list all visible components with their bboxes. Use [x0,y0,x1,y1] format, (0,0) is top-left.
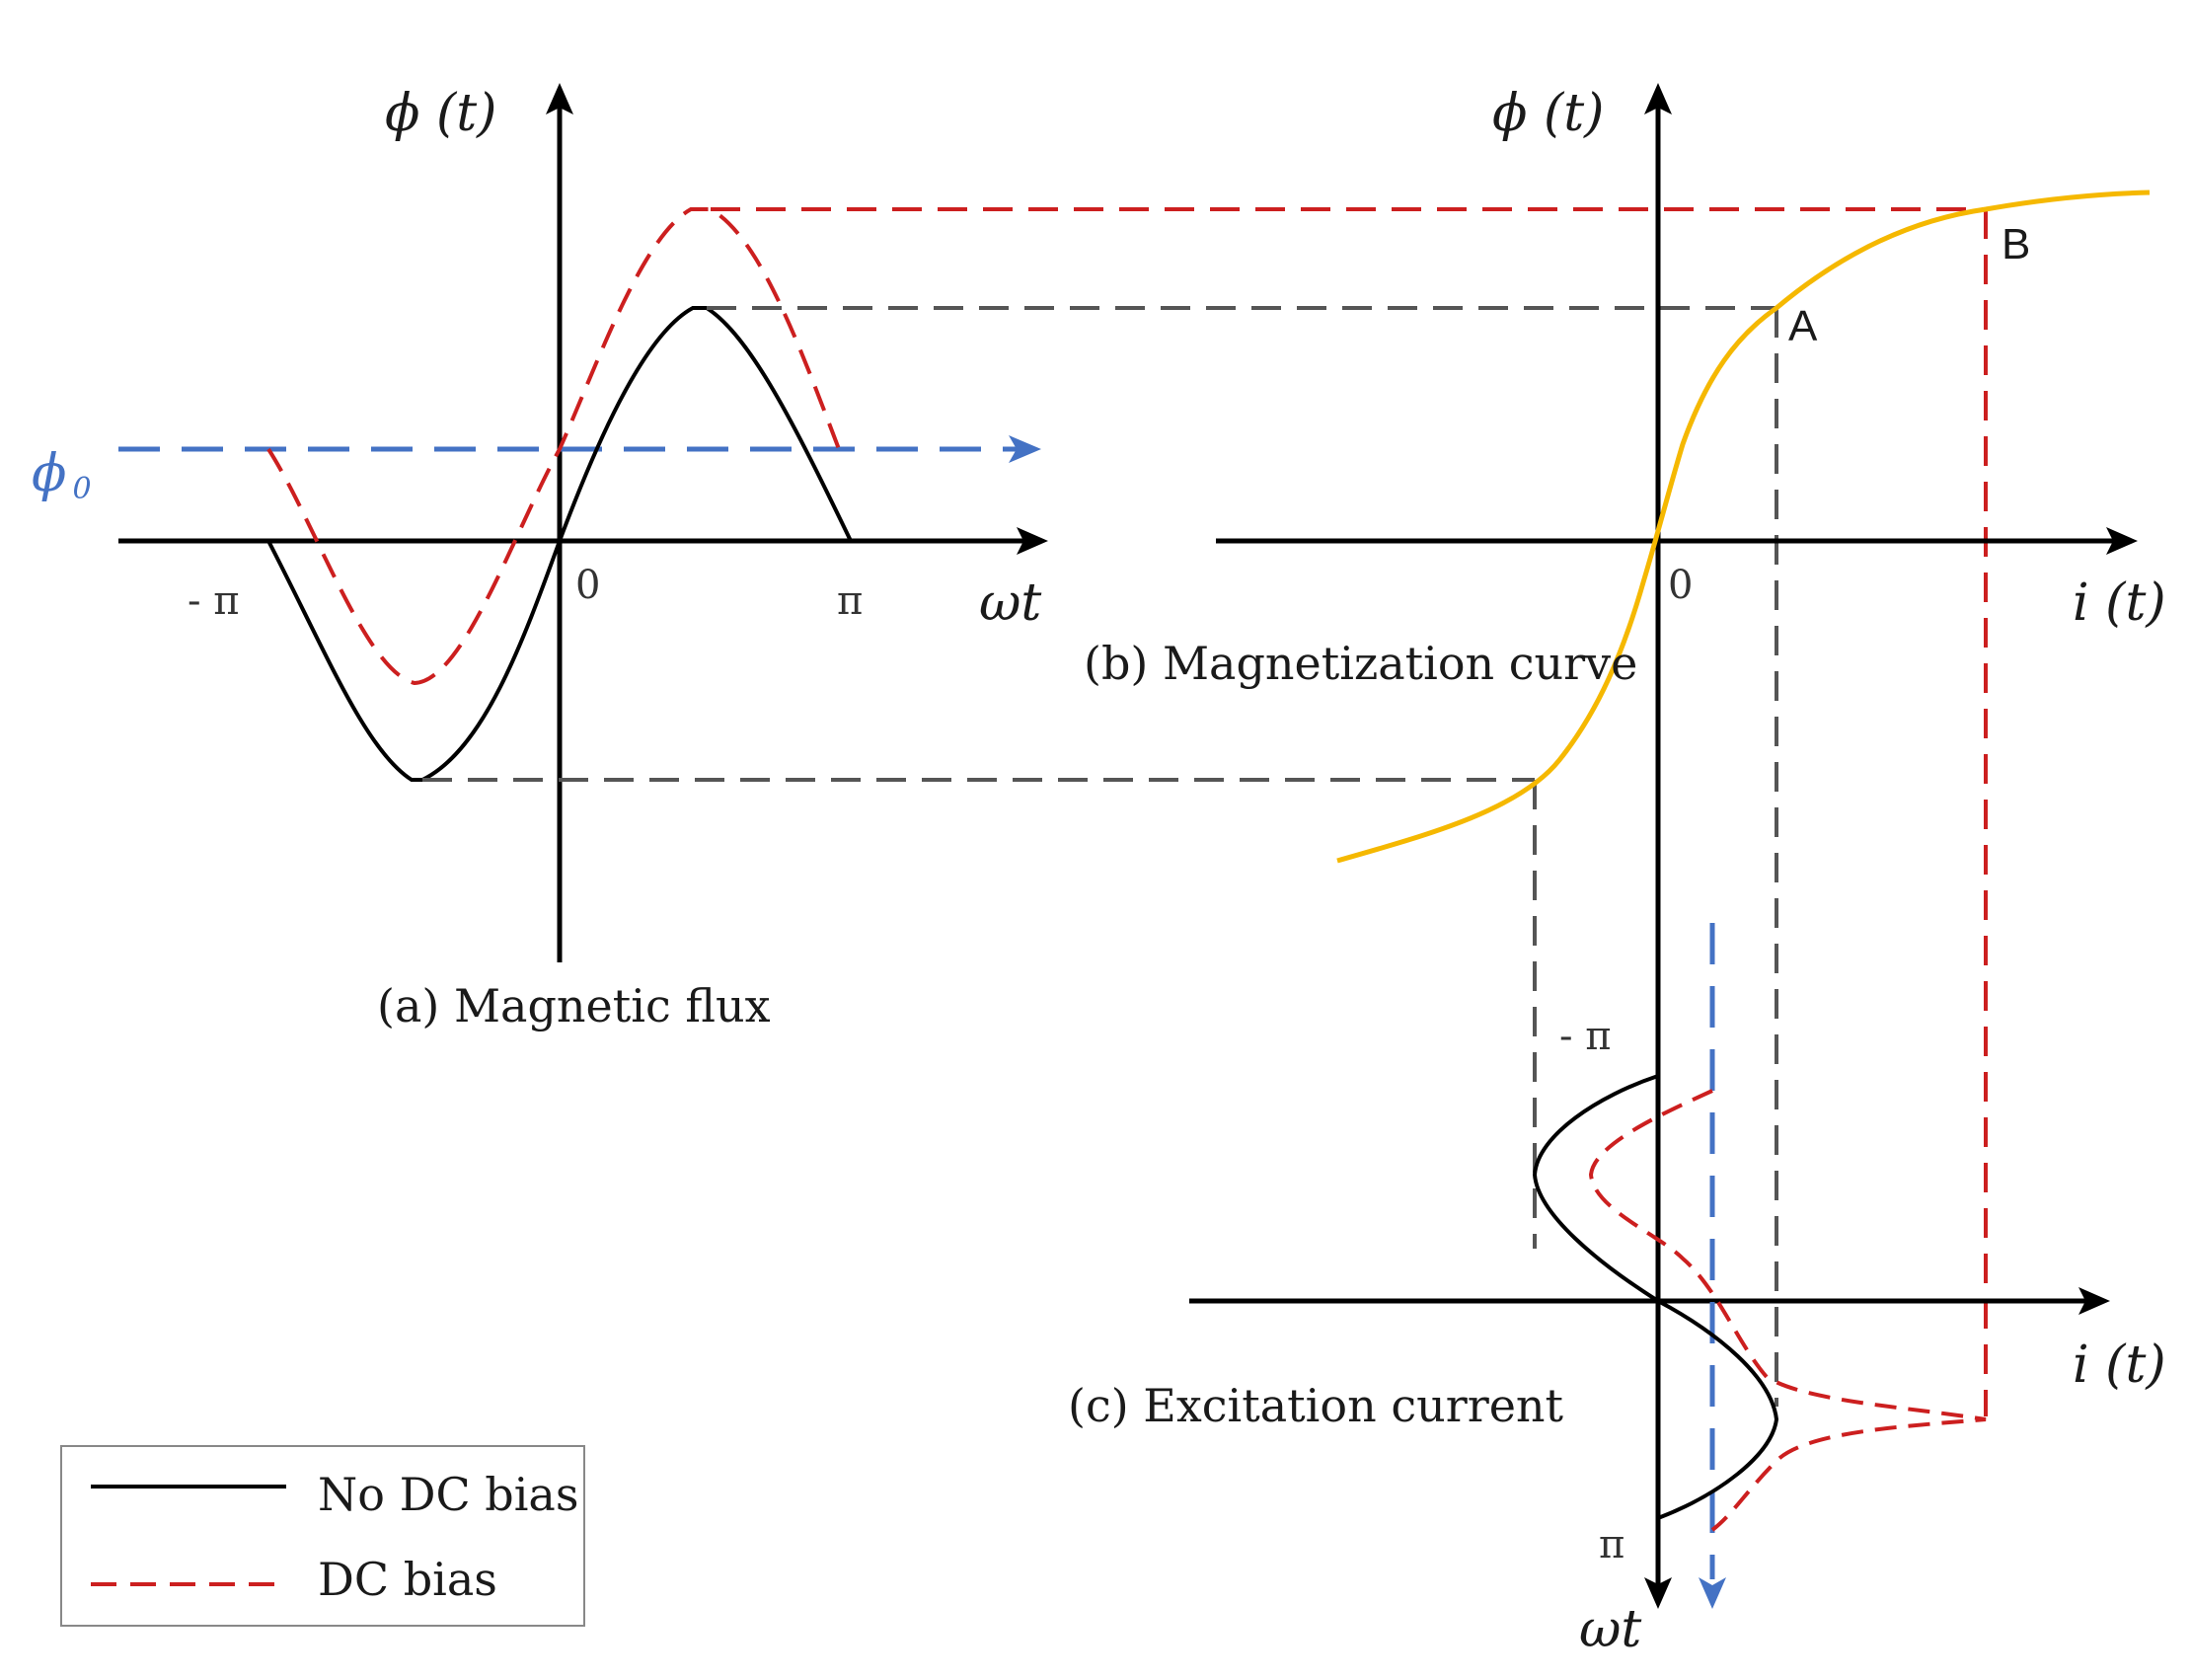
panel-b-tick-zero: 0 [1668,563,1693,608]
panel-b-x-label: i (t) [2073,573,2166,633]
panel-a-y-label: ϕ (t) [385,84,496,143]
panel-c-caption: (c) Excitation current [1068,1379,1564,1432]
panel-a-x-arrow [1017,527,1048,555]
point-b-label: B [2002,220,2030,268]
panel-a-tick-minus-pi: - π [188,578,240,624]
panel-c-tick-minus-pi: - π [1559,1014,1612,1059]
panel-c-tick-pi: π [1599,1522,1624,1567]
magnetization-curve [1336,190,2151,864]
panel-c-y-arrow [1644,1577,1672,1609]
legend-no-bias-label: No DC bias [318,1468,578,1521]
panel-a-dc-bias-curve [266,207,841,686]
panel-b-y-arrow [1644,83,1672,115]
panel-a-caption: (a) Magnetic flux [377,979,771,1032]
legend: No DC bias DC bias [60,1445,585,1627]
panel-c-x-arrow [2078,1287,2110,1315]
legend-dc-bias-label: DC bias [318,1553,497,1606]
panel-c-bias-arrow [1699,1577,1726,1609]
phi0-subscript: 0 [72,472,91,506]
panel-c-y-label: ωt [1579,1600,1641,1659]
panel-b: 0 ϕ (t) i (t) A B (b) Magnetization curv… [1084,83,2166,1599]
panel-c-x-label: i (t) [2073,1336,2166,1395]
panel-a-y-arrow [546,83,573,115]
panel-a-x-label: ωt [979,573,1041,633]
panel-c: - π π i (t) ωt (c) Excitation current [1068,923,2166,1659]
guide-lines [422,207,1988,1416]
panel-c-dc-bias-curve [1588,1089,1987,1532]
panel-b-caption: (b) Magnetization curve [1084,637,1637,690]
panel-b-x-arrow [2106,527,2138,555]
panel-a-no-bias-curve [266,306,853,782]
panel-a-tick-zero: 0 [575,563,600,608]
panel-a-tick-pi: π [837,578,863,624]
phi0-arrow [1009,435,1041,463]
point-a-label: A [1788,302,1818,350]
legend-box [60,1445,585,1627]
panel-c-no-bias-curve [1532,1074,1779,1520]
phi0-symbol: ϕ [32,444,66,503]
panel-b-y-label: ϕ (t) [1492,84,1604,143]
